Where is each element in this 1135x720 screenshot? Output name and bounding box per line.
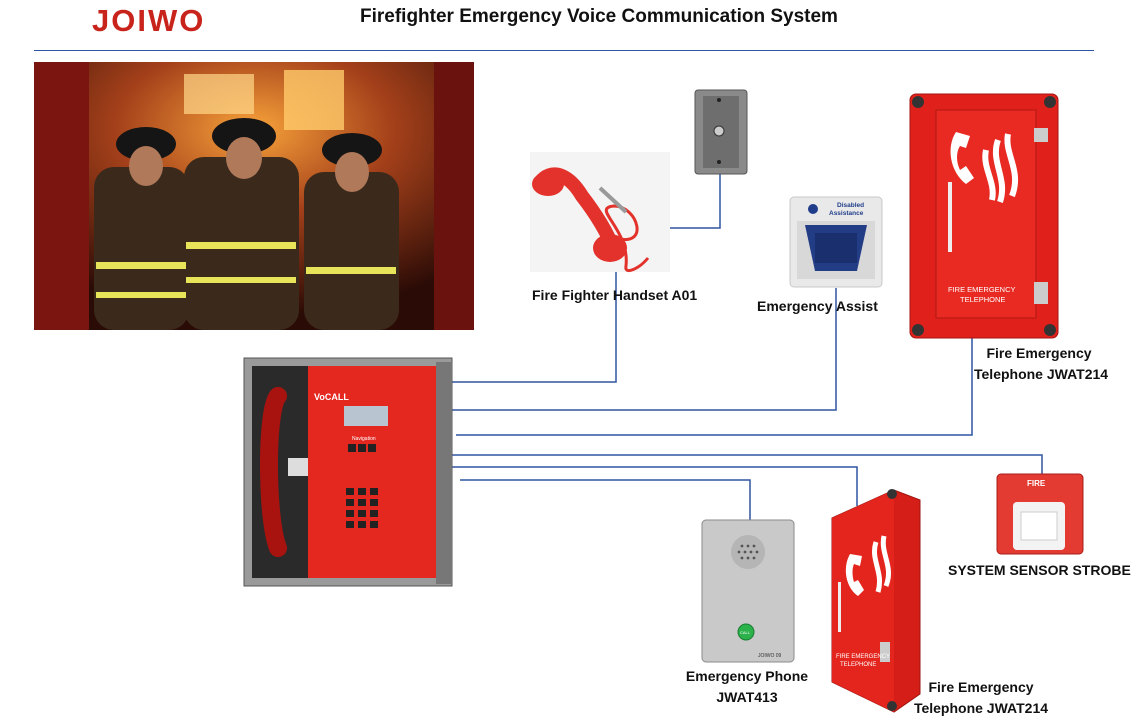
handset-label: Fire Fighter Handset A01 xyxy=(532,287,698,303)
system-sensor-strobe-image: FIRE xyxy=(996,473,1084,555)
emergency-phone-label-line-2: JWAT413 xyxy=(716,689,778,705)
master-brand-text: VoCALL xyxy=(314,392,349,402)
fet-bottom-door-text-2: TELEPHONE xyxy=(840,662,876,668)
fire-fighter-handset-image xyxy=(530,89,748,272)
master-nav-text: Navigation xyxy=(352,436,376,442)
assist-sign-text-2: Assistance xyxy=(829,210,864,217)
joiwo-logo: JOIWO xyxy=(92,3,205,38)
fet-top-label: Fire Emergency Telephone JWAT214 xyxy=(974,343,1109,385)
firefighters-photo xyxy=(34,62,474,330)
emergency-phone-plate-text: JOIWO 09 xyxy=(758,653,782,659)
strobe-label: SYSTEM SENSOR STROBE xyxy=(948,562,1131,578)
emergency-phone-button-text: CALL xyxy=(740,630,751,635)
fet-bottom-door-text-1: FIRE EMERGENCY xyxy=(836,654,890,660)
fet-bottom-label-line-1: Fire Emergency xyxy=(928,679,1034,695)
emergency-phone-image: CALL JOIWO 09 xyxy=(701,519,795,663)
brand-logo-text: JOIWO xyxy=(92,3,205,38)
fet-bottom-label-line-2: Telephone JWAT214 xyxy=(913,700,1049,716)
emergency-assist-label: Emergency Assist xyxy=(757,298,878,314)
master-station-image: VoCALL Navigation xyxy=(243,357,453,587)
emergency-phone-label-line-1: Emergency Phone xyxy=(685,668,809,684)
emergency-assist-image: Disabled Assistance xyxy=(789,196,883,288)
wire-fet-top xyxy=(456,335,973,436)
assist-sign-text-1: Disabled xyxy=(837,202,864,209)
wire-strobe xyxy=(452,454,1043,476)
fire-emergency-telephone-bottom-image: FIRE EMERGENCY TELEPHONE xyxy=(831,489,921,713)
wire-fet-bottom xyxy=(452,466,858,506)
fet-top-door-text-1: FIRE EMERGENCY xyxy=(948,285,1016,294)
fet-top-label-line-1: Fire Emergency xyxy=(986,345,1092,361)
header-divider xyxy=(34,50,1094,51)
wire-handset xyxy=(450,258,617,383)
strobe-face-text: FIRE xyxy=(1027,479,1046,488)
fet-top-label-line-2: Telephone JWAT214 xyxy=(974,366,1109,382)
wire-emergency-phone xyxy=(460,479,751,520)
wire-emergency-assist xyxy=(450,288,837,411)
fire-emergency-telephone-top-image: FIRE EMERGENCY TELEPHONE xyxy=(909,93,1059,339)
fet-bottom-label: Fire Emergency Telephone JWAT214 xyxy=(906,677,1056,719)
page-title: Firefighter Emergency Voice Communicatio… xyxy=(360,6,838,27)
fet-top-door-text-2: TELEPHONE xyxy=(960,295,1005,304)
emergency-phone-label: Emergency Phone JWAT413 xyxy=(680,666,814,708)
